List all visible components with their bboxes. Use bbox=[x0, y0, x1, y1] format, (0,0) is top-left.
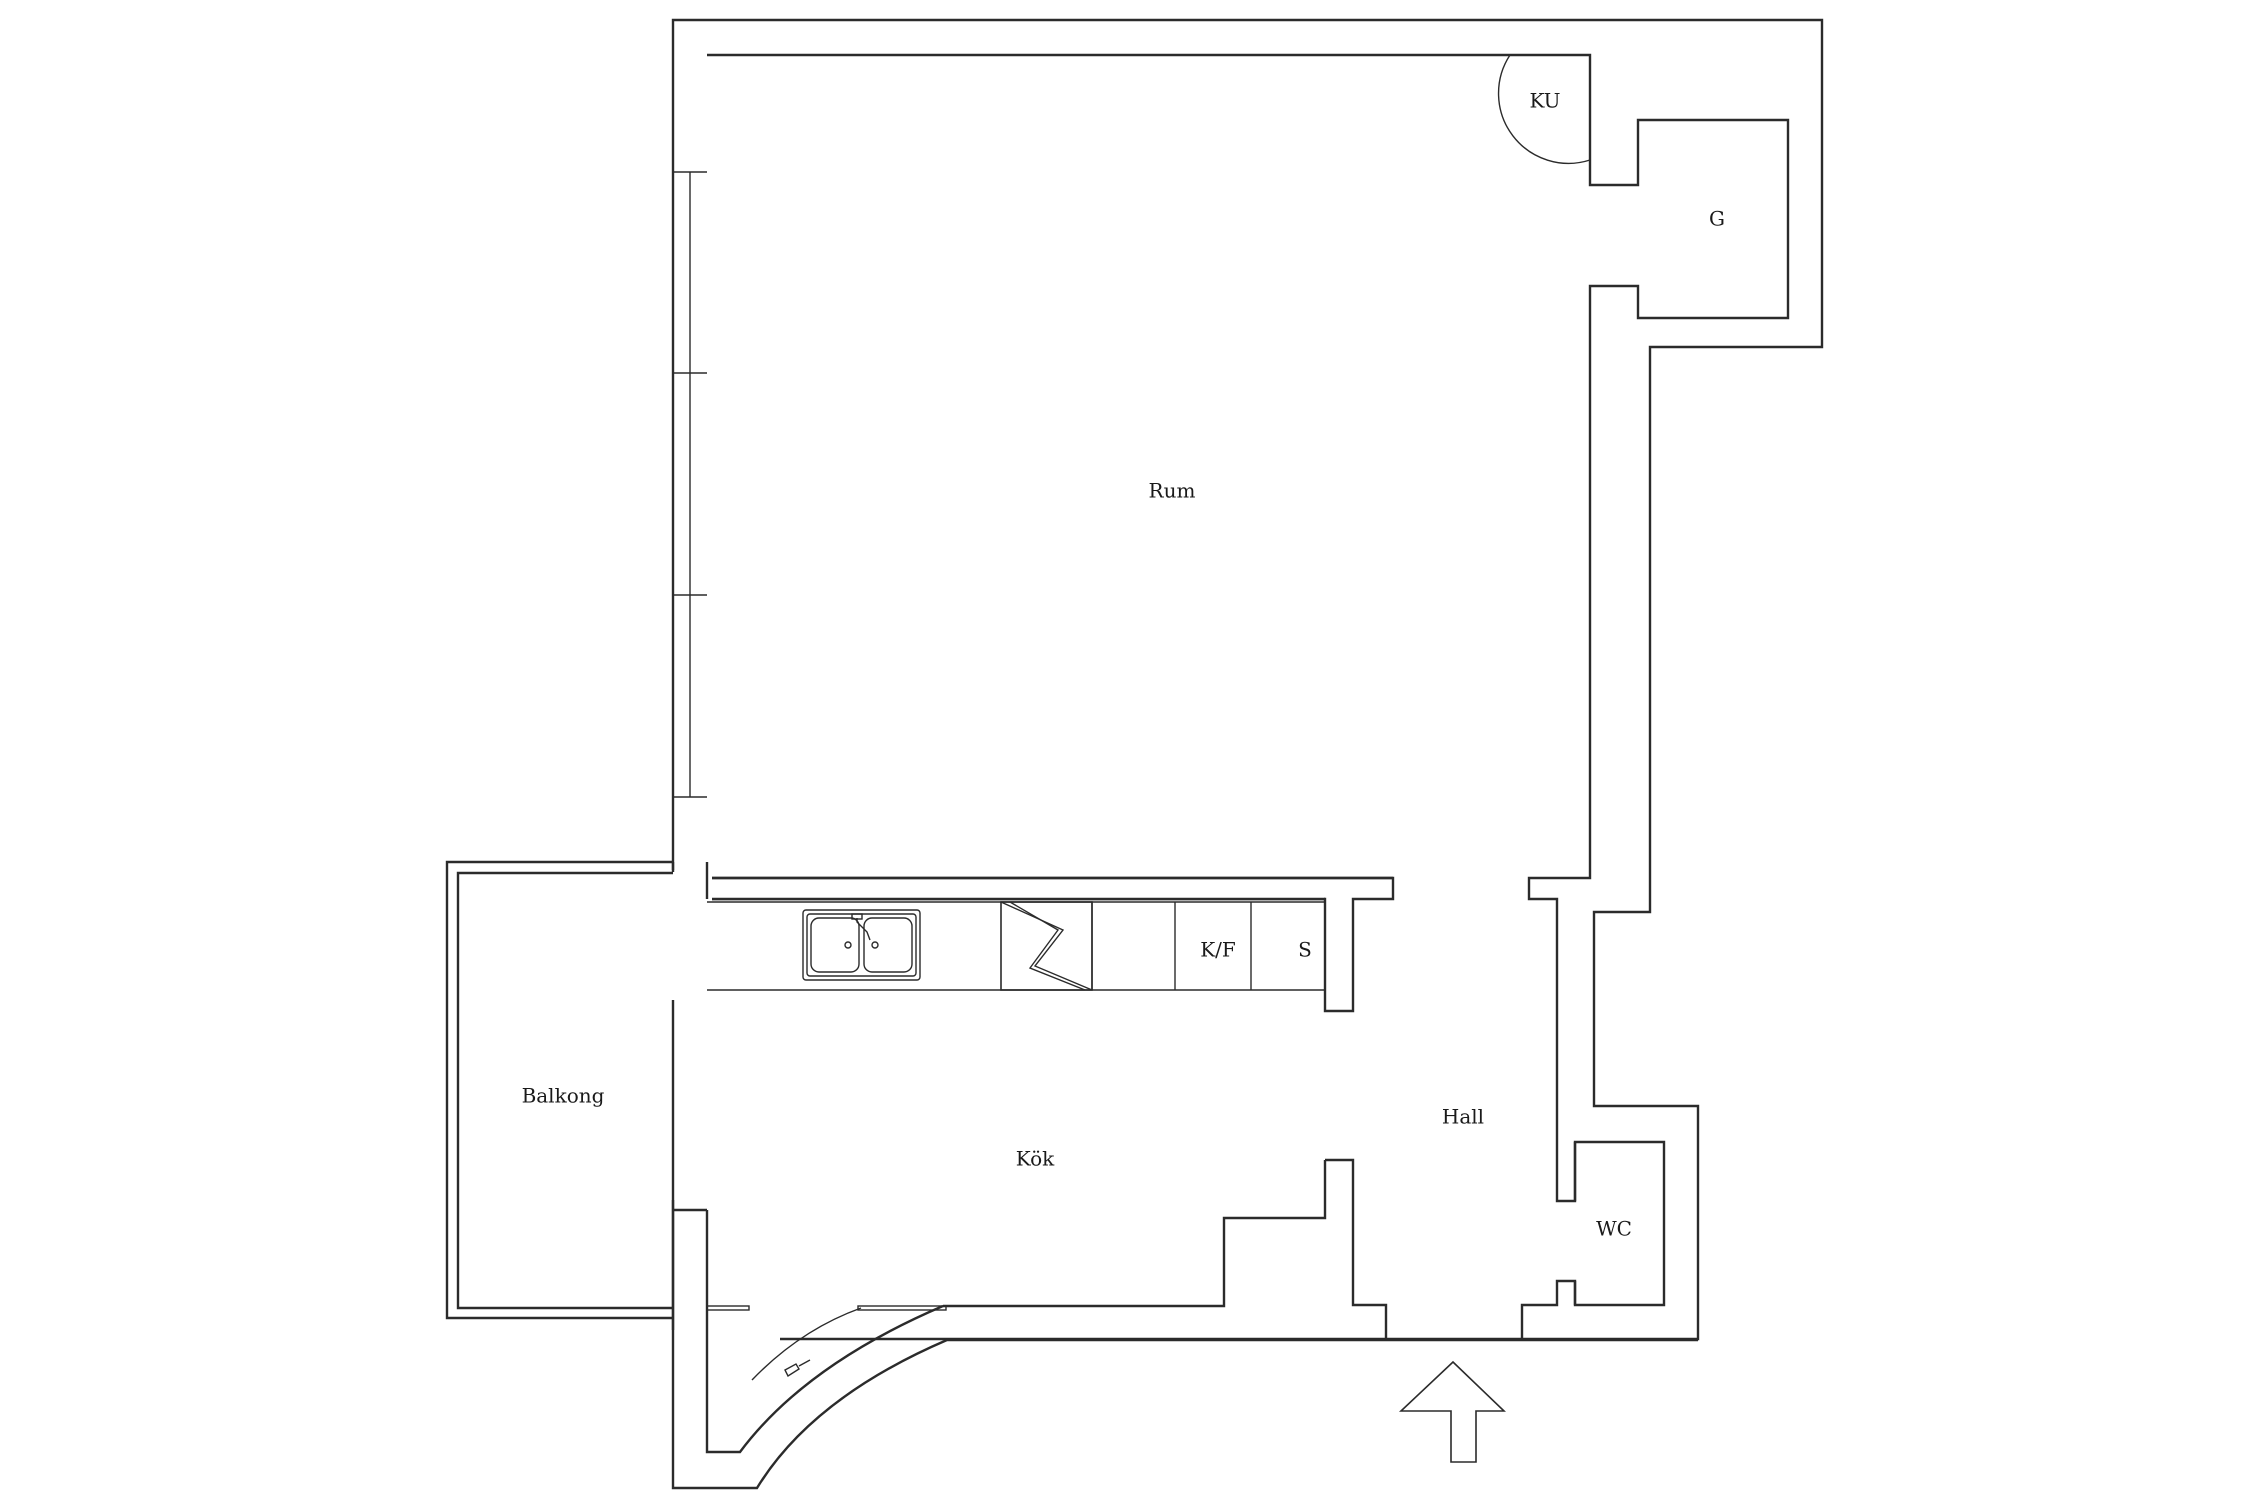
up-arrow-icon bbox=[1398, 1360, 1506, 1463]
stove-icon bbox=[1000, 901, 1093, 991]
ku-cabinet bbox=[1497, 54, 1591, 165]
outer-contour bbox=[600, 1304, 1698, 1500]
balcony bbox=[445, 860, 673, 1320]
room-label-rum: Rum bbox=[1149, 479, 1196, 503]
room-label-kf: K/F bbox=[1200, 938, 1236, 962]
door-handle-icon bbox=[751, 1307, 862, 1381]
room-label-ku: KU bbox=[1529, 89, 1560, 113]
balcony-door bbox=[668, 862, 712, 1340]
wall-rum-kok bbox=[707, 876, 1395, 1013]
wall-kok-hall bbox=[943, 1158, 1388, 1339]
room-label-kok: Kök bbox=[1016, 1147, 1055, 1171]
outer-wall bbox=[614, 18, 1824, 1490]
room-label-hall: Hall bbox=[1442, 1105, 1484, 1129]
double-sink-icon bbox=[802, 909, 921, 981]
window-left-top bbox=[673, 171, 707, 374]
door-marks bbox=[706, 1305, 947, 1311]
room-label-wc: WC bbox=[1596, 1217, 1632, 1241]
room-label-g: G bbox=[1709, 207, 1725, 231]
window-left-middle bbox=[673, 373, 707, 596]
room-label-s: S bbox=[1298, 938, 1312, 962]
window-left-lower bbox=[673, 595, 707, 798]
room-label-balkong: Balkong bbox=[522, 1084, 605, 1108]
